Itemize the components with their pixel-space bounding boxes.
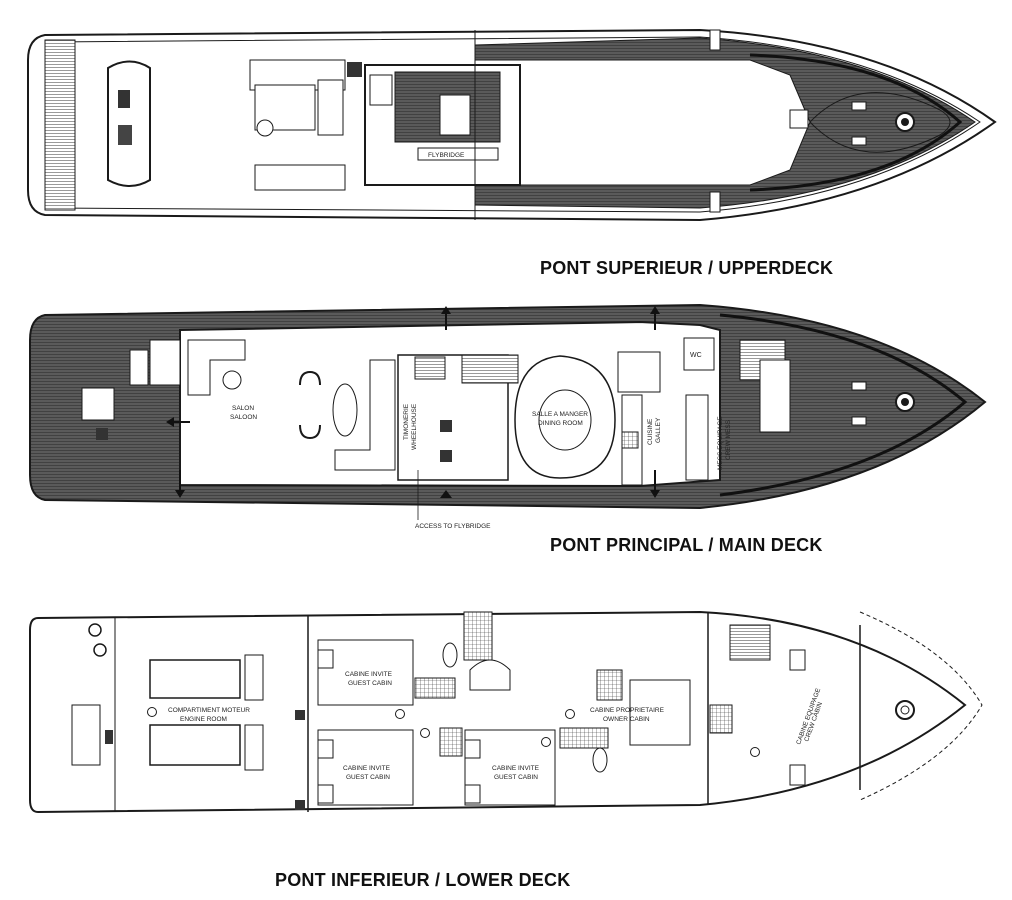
upper-deck: FLYBRIDGE (27, 28, 997, 222)
bollard-icon (851, 101, 867, 111)
guest-cabin-3-label: GUEST CABIN (494, 774, 538, 781)
lower-hull-outline (29, 610, 967, 814)
timonerie-label: TIMONERIE (403, 403, 410, 440)
access-flybridge-icon (440, 490, 452, 498)
compartiment-moteur-label: COMPARTIMENT MOTEUR (168, 707, 250, 714)
cabine-proprietaire-label: CABINE PROPRIETAIRE (590, 707, 665, 714)
flybridge-label: FLYBRIDGE (428, 152, 465, 159)
cabine-invite-1-label: CABINE INVITE (345, 671, 393, 678)
main-deck-title: PONT PRINCIPAL / MAIN DECK (550, 535, 823, 555)
salon-label: SALON (232, 405, 254, 412)
main-deck: SALON SALOON TIMONERIE WHEELHOUSE SALLE … (29, 303, 987, 530)
engine-room-label: ENGINE ROOM (180, 716, 227, 723)
mess-equipage-label: MESS EQUIPAGE (717, 416, 724, 470)
salle-a-manger-label: SALLE A MANGER (532, 411, 588, 418)
crew-mess-label: CREW MESS (725, 419, 732, 460)
guest-cabin-1 (317, 639, 414, 706)
guest-cabin-1-label: GUEST CABIN (348, 680, 392, 687)
engine-port (149, 659, 241, 699)
owner-cabin-label: OWNER CABIN (603, 716, 650, 723)
wheelhouse-label: WHEELHOUSE (411, 403, 418, 450)
upper-teak-foredeck (474, 37, 976, 209)
dining-room-label: DINING ROOM (538, 420, 583, 427)
owner-cabin (629, 679, 691, 746)
cuisine-label: CUISINE (647, 418, 654, 445)
engine-starboard (149, 724, 241, 766)
galley-label: GALLEY (655, 417, 662, 443)
tender-boat (107, 60, 151, 187)
guest-cabin-2-label: GUEST CABIN (346, 774, 390, 781)
access-flybridge-label: ACCESS TO FLYBRIDGE (415, 523, 491, 530)
wc-label: WC (690, 352, 702, 359)
cabine-invite-3-label: CABINE INVITE (492, 765, 540, 772)
upper-stern-platform (44, 39, 76, 211)
cabine-invite-2-label: CABINE INVITE (343, 765, 391, 772)
lower-deck-title: PONT INFERIEUR / LOWER DECK (275, 870, 571, 890)
lower-deck: COMPARTIMENT MOTEUR ENGINE ROOM CABINE I… (29, 610, 983, 814)
guest-cabin-2 (317, 729, 414, 806)
saloon-label: SALOON (230, 414, 257, 421)
upperdeck-title: PONT SUPERIEUR / UPPERDECK (540, 258, 834, 278)
